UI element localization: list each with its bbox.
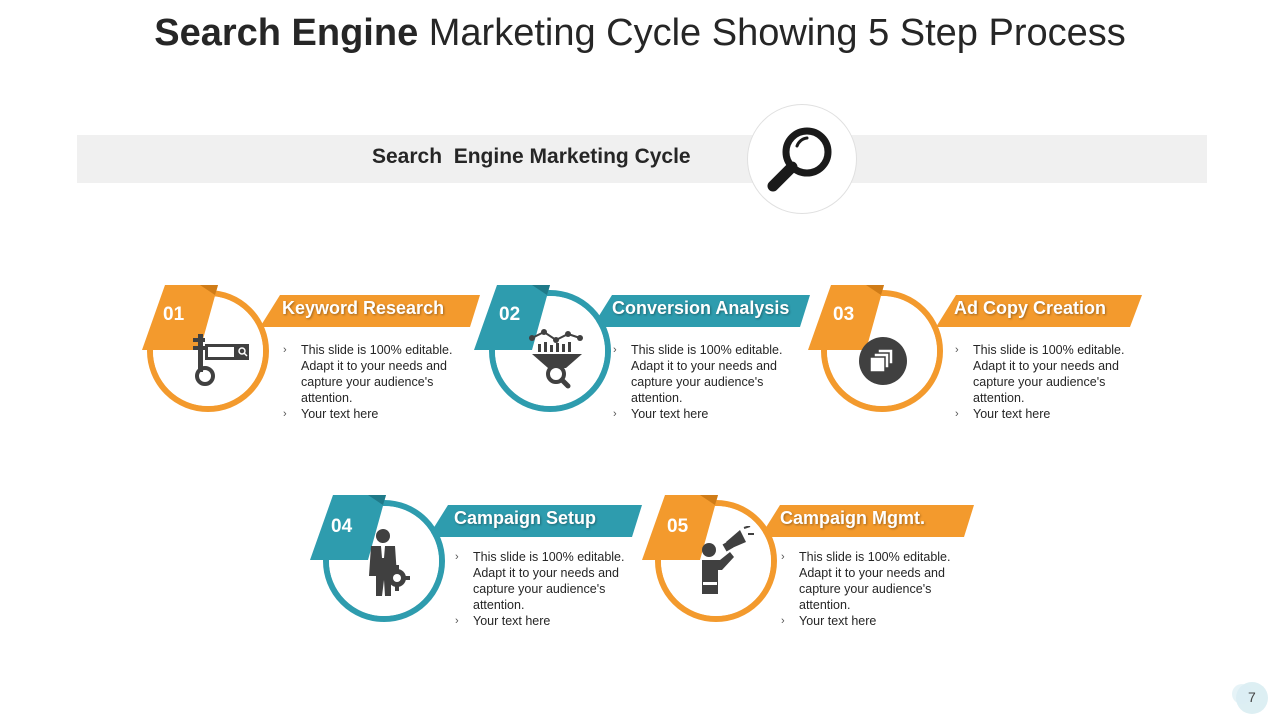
step-5-line1: This slide is 100% editable. Adapt it to… <box>799 550 951 612</box>
step-3: 03 Ad Copy Creation ›This slide is 100% … <box>806 280 1146 430</box>
funnel-analysis-icon <box>526 328 590 395</box>
step-2-title: Conversion Analysis <box>612 298 790 318</box>
step-3-line1: This slide is 100% editable. Adapt it to… <box>973 343 1125 405</box>
step-1-title: Keyword Research <box>282 298 445 318</box>
banner-bar <box>77 135 1207 183</box>
magnifier-icon <box>767 127 832 192</box>
step-4-line2: Your text here <box>473 614 551 628</box>
copy-layers-icon <box>858 336 908 391</box>
step-4: 04 Campaign Setup ›This slide is 100% ed… <box>308 490 648 640</box>
step-4-description: ›This slide is 100% editable. Adapt it t… <box>455 550 625 628</box>
key-search-icon <box>188 330 258 395</box>
slide-title-rest: Marketing Cycle Showing 5 Step Process <box>428 12 1126 54</box>
step-3-number: 03 <box>833 304 855 325</box>
step-3-line2: Your text here <box>973 407 1051 421</box>
step-1-line2: Your text here <box>301 407 379 421</box>
banner-text: Search Engine Marketing Cycle <box>372 145 691 168</box>
step-1-number: 01 <box>163 304 185 325</box>
search-icon-circle <box>747 104 857 214</box>
slide-title: Search Engine Marketing Cycle Showing 5 … <box>0 12 1280 55</box>
step-5-line2: Your text here <box>799 614 877 628</box>
step-3-description: ›This slide is 100% editable. Adapt it t… <box>955 343 1125 421</box>
step-1-description: ›This slide is 100% editable. Adapt it t… <box>283 343 453 421</box>
step-2-description: ›This slide is 100% editable. Adapt it t… <box>613 343 783 421</box>
page-number: 7 <box>1248 689 1256 705</box>
step-5-number: 05 <box>667 516 689 537</box>
step-1: 01 Keyword Research ›This slide is 100% … <box>140 280 480 430</box>
page-number-badge: 7 <box>1228 682 1272 714</box>
slide-title-bold: Search Engine <box>154 12 419 54</box>
megaphone-person-icon <box>696 525 756 605</box>
businessman-gear-icon <box>364 526 414 605</box>
step-2-line1: This slide is 100% editable. Adapt it to… <box>631 343 783 405</box>
step-2-number: 02 <box>499 304 521 325</box>
step-3-title: Ad Copy Creation <box>954 298 1107 318</box>
step-5-description: ›This slide is 100% editable. Adapt it t… <box>781 550 951 628</box>
step-1-line1: This slide is 100% editable. Adapt it to… <box>301 343 453 405</box>
step-4-number: 04 <box>331 516 353 537</box>
step-5: 05 Campaign Mgmt. ›This slide is 100% ed… <box>640 490 980 640</box>
step-1-shape <box>142 285 480 412</box>
step-4-title: Campaign Setup <box>454 508 597 528</box>
step-5-title: Campaign Mgmt. <box>780 508 926 528</box>
step-4-line1: This slide is 100% editable. Adapt it to… <box>473 550 625 612</box>
step-2-line2: Your text here <box>631 407 709 421</box>
step-2: 02 Conversion Analysis ›This slide is 10… <box>472 280 812 430</box>
